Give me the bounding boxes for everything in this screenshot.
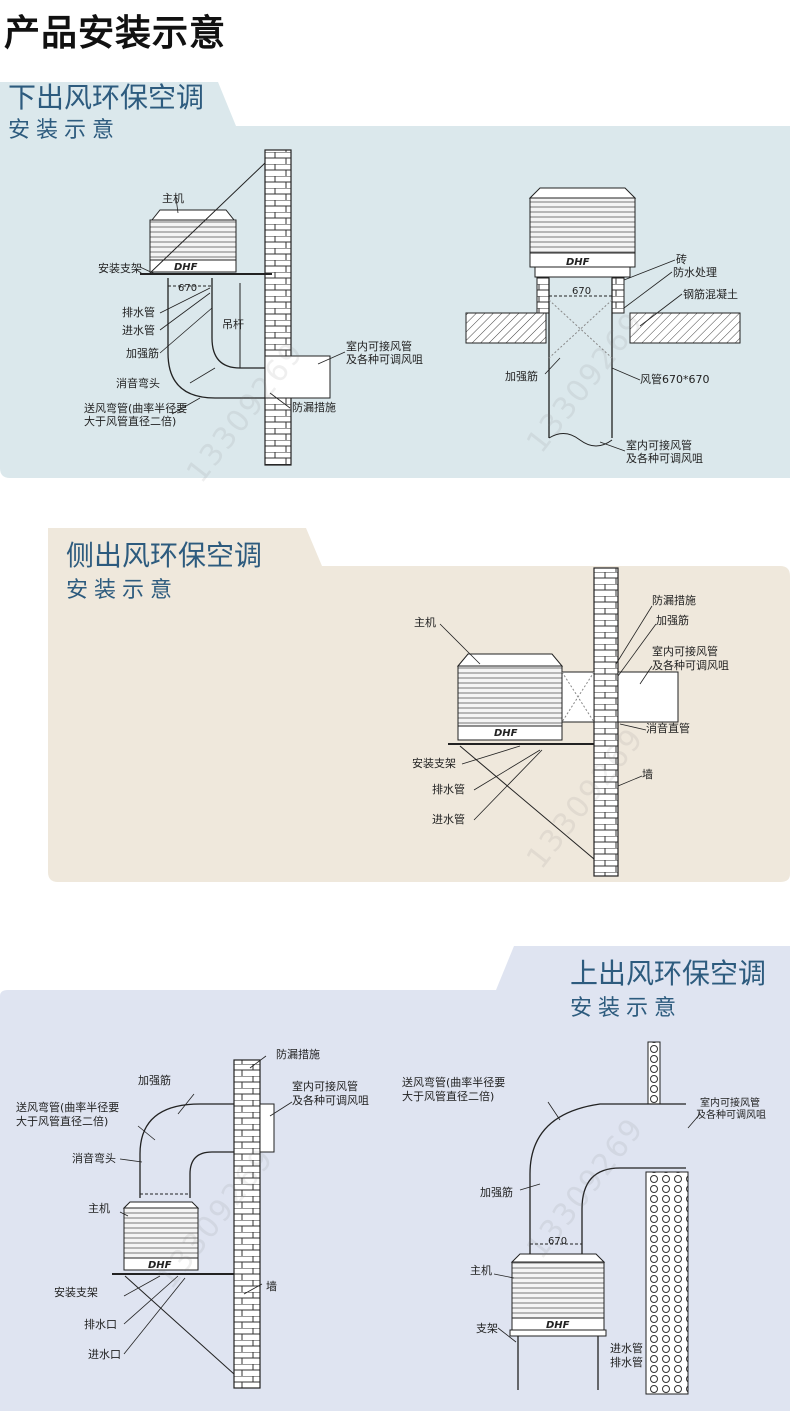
brand-text: DHF — [148, 1260, 172, 1271]
label-dim-b: 670 — [548, 1236, 568, 1247]
panel-bottom-outlet: 下出风环保空调 安装示意 13309269 13309269 主机 DHF 安装… — [0, 68, 790, 490]
label-indoor: 室内可接风管 — [292, 1080, 358, 1093]
label-hanger: 吊杆 — [222, 318, 244, 331]
label-supply: 送风弯管(曲率半径要 — [16, 1101, 120, 1114]
label-drain: 排水口 — [84, 1318, 117, 1331]
label-indoor: 室内可接风管 — [346, 340, 412, 353]
brand-text: DHF — [174, 262, 198, 273]
brand-text: DHF — [494, 728, 518, 739]
label-drain: 排水管 — [122, 306, 155, 319]
unit-base — [149, 259, 237, 273]
label-wall: 墙 — [266, 1280, 277, 1293]
label-inlet-b: 进水管 — [610, 1342, 643, 1355]
panel-side-outlet: 侧出风环保空调 安装示意 13309269 主机 DHF 防漏措施 加强筋 室内… — [0, 524, 790, 886]
label-indoor-b2: 及各种可调风咀 — [626, 452, 703, 465]
label-rib: 加强筋 — [126, 347, 159, 360]
label-elbow: 消音弯头 — [116, 377, 160, 390]
bracket-brace — [149, 162, 266, 274]
label-host: 主机 — [88, 1202, 110, 1215]
label-supply-b: 送风弯管(曲率半径要 — [402, 1076, 506, 1089]
panel-1-drawing — [0, 82, 790, 478]
label-supply: 送风弯管(曲率半径要 — [84, 402, 188, 415]
label-host: 主机 — [162, 192, 184, 205]
brick-wall — [264, 149, 292, 466]
lattice-wall — [645, 1171, 689, 1395]
label-indoor-b2: 及各种可调风咀 — [696, 1110, 766, 1121]
label-indoor-b: 室内可接风管 — [626, 439, 692, 452]
panel-1-title: 下出风环保空调 — [8, 81, 205, 114]
label-supply-b2: 大于风管直径二倍) — [402, 1090, 495, 1103]
page-title: 产品安装示意 — [4, 12, 227, 54]
unit-b-body — [511, 1261, 605, 1319]
label-dim-b: 670 — [572, 286, 592, 297]
label-leakproof: 防漏措施 — [652, 594, 696, 607]
panel-2-drawing — [48, 528, 790, 882]
panel-1-background — [0, 82, 790, 478]
label-concrete: 钢筋混凝土 — [683, 288, 738, 301]
brick-wall — [593, 567, 619, 877]
unit-body — [149, 219, 237, 261]
label-rib-b: 加强筋 — [505, 370, 538, 383]
brand-text-b: DHF — [566, 257, 590, 268]
label-inlet: 进水管 — [122, 324, 155, 337]
indoor-duct — [264, 355, 331, 399]
label-host: 主机 — [414, 616, 436, 629]
label-inlet: 进水口 — [88, 1348, 121, 1361]
panel-2-title: 侧出风环保空调 — [66, 539, 263, 572]
unit-body — [457, 665, 563, 727]
label-drain-b: 排水管 — [610, 1356, 643, 1369]
indoor-duct — [617, 671, 679, 723]
label-inlet: 进水管 — [432, 813, 465, 826]
label-indoor2: 及各种可调风咀 — [292, 1094, 369, 1107]
panel-2-subtitle: 安装示意 — [66, 578, 179, 603]
label-stand: 支架 — [476, 1322, 498, 1335]
label-host-b: 主机 — [470, 1264, 492, 1277]
panel-3-title: 上出风环保空调 — [570, 957, 767, 990]
label-leakproof: 防漏措施 — [292, 401, 336, 414]
label-dim: 670 — [178, 283, 198, 294]
label-rib: 加强筋 — [656, 614, 689, 627]
label-indoor2: 及各种可调风咀 — [346, 353, 423, 366]
panel-1-subtitle: 安装示意 — [8, 118, 121, 143]
label-indoor: 室内可接风管 — [652, 645, 718, 658]
label-leakproof: 防漏措施 — [276, 1048, 320, 1061]
label-rib-b: 加强筋 — [480, 1186, 513, 1199]
label-brick: 砖 — [676, 253, 687, 266]
label-supply2: 大于风管直径二倍) — [84, 415, 177, 428]
label-supply2: 大于风管直径二倍) — [16, 1115, 109, 1128]
label-duct: 风管670*670 — [640, 373, 710, 386]
label-bracket: 安装支架 — [54, 1286, 98, 1299]
label-elbow: 消音弯头 — [72, 1152, 116, 1165]
label-indoor-b: 室内可接风管 — [700, 1098, 760, 1109]
label-bracket: 安装支架 — [98, 262, 142, 275]
label-wall: 墙 — [642, 768, 653, 781]
label-drain: 排水管 — [432, 783, 465, 796]
label-waterproof: 防水处理 — [673, 266, 717, 279]
slab-left — [465, 312, 547, 344]
label-silencer: 消音直管 — [646, 722, 690, 735]
label-bracket: 安装支架 — [412, 757, 456, 770]
label-indoor2: 及各种可调风咀 — [652, 659, 729, 672]
panel-top-outlet: 上出风环保空调 安装示意 13309269 13309269 防漏措施 加强筋 … — [0, 944, 790, 1411]
unit-body — [123, 1207, 199, 1259]
unit-top — [150, 209, 236, 221]
panel-3-subtitle: 安装示意 — [570, 996, 683, 1021]
brick-wall — [233, 1059, 261, 1389]
label-rib: 加强筋 — [138, 1074, 171, 1087]
slab-right — [629, 312, 741, 344]
stand-top — [509, 1329, 607, 1337]
unit-b-body — [529, 197, 636, 254]
brand-text-b: DHF — [546, 1320, 570, 1331]
panel-3-drawing — [0, 946, 790, 1411]
